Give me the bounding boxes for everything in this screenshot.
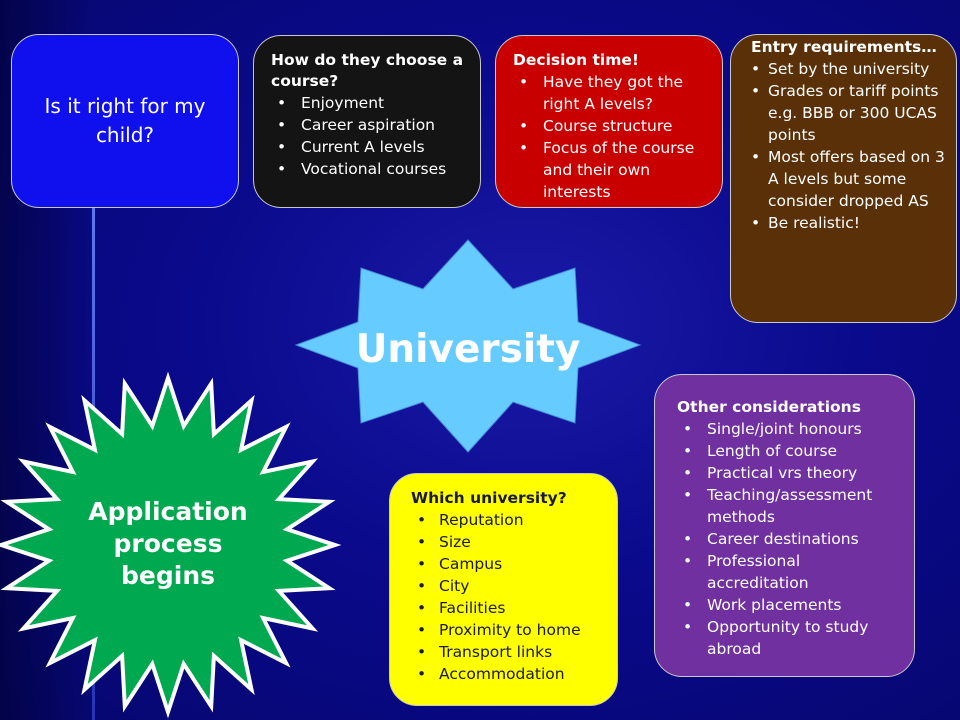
university-star-shape: [294, 239, 642, 453]
decision-time-box: Decision time! Have they got the right A…: [495, 35, 723, 208]
list-item: Transport links: [411, 641, 607, 663]
list-item: Teaching/assessment methods: [677, 484, 904, 528]
list-item: Practical vrs theory: [677, 462, 904, 484]
application-star-line-1: Application: [88, 497, 247, 526]
list-item: City: [411, 575, 607, 597]
choose-course-box: How do they choose a course? Enjoyment C…: [253, 35, 481, 208]
application-star-line-3: begins: [121, 561, 215, 590]
list-item: Opportunity to study abroad: [677, 616, 904, 660]
which-university-title: Which university?: [411, 489, 567, 507]
other-considerations-list: Single/joint honours Length of course Pr…: [677, 418, 904, 660]
application-star-shape: [0, 371, 342, 719]
decision-time-title: Decision time!: [513, 51, 639, 69]
other-considerations-title: Other considerations: [677, 398, 861, 416]
list-item: Accommodation: [411, 663, 607, 685]
list-item: Career destinations: [677, 528, 904, 550]
list-item: Focus of the course and their own intere…: [513, 137, 712, 203]
list-item: Work placements: [677, 594, 904, 616]
list-item: Current A levels: [271, 136, 466, 158]
choose-course-list: Enjoyment Career aspiration Current A le…: [271, 92, 466, 180]
list-item: Most offers based on 3 A levels but some…: [751, 146, 946, 212]
list-item: Length of course: [677, 440, 904, 462]
which-university-list: Reputation Size Campus City Facilities P…: [411, 509, 607, 685]
other-considerations-box: Other considerations Single/joint honour…: [654, 374, 915, 677]
choose-course-title: How do they choose a course?: [271, 51, 464, 90]
list-item: Single/joint honours: [677, 418, 904, 440]
is-it-right-box: Is it right for my child?: [11, 34, 239, 208]
list-item: Have they got the right A levels?: [513, 71, 712, 115]
which-university-box: Which university? Reputation Size Campus…: [389, 473, 618, 706]
entry-requirements-box: Entry requirements… Set by the universit…: [730, 34, 957, 323]
entry-requirements-title: Entry requirements…: [751, 38, 937, 56]
is-it-right-text: Is it right for my child?: [44, 94, 206, 147]
entry-requirements-list: Set by the university Grades or tariff p…: [751, 58, 946, 234]
list-item: Facilities: [411, 597, 607, 619]
list-item: Professional accreditation: [677, 550, 904, 594]
list-item: Vocational courses: [271, 158, 466, 180]
list-item: Be realistic!: [751, 212, 946, 234]
list-item: Course structure: [513, 115, 712, 137]
list-item: Proximity to home: [411, 619, 607, 641]
list-item: Grades or tariff points e.g. BBB or 300 …: [751, 80, 946, 146]
decision-time-list: Have they got the right A levels? Course…: [513, 71, 712, 203]
list-item: Campus: [411, 553, 607, 575]
application-star-line-2: process: [114, 529, 223, 558]
list-item: Set by the university: [751, 58, 946, 80]
list-item: Size: [411, 531, 607, 553]
university-star-label: University: [356, 327, 581, 372]
list-item: Enjoyment: [271, 92, 466, 114]
list-item: Career aspiration: [271, 114, 466, 136]
list-item: Reputation: [411, 509, 607, 531]
